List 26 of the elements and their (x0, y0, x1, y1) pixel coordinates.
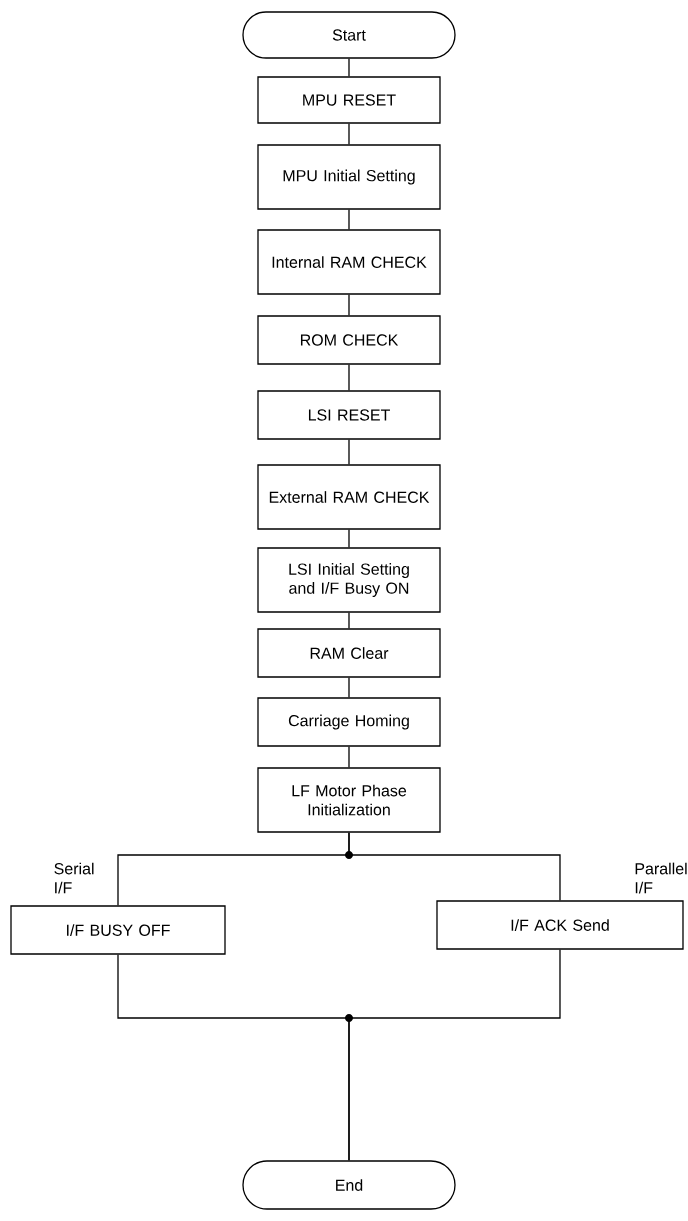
connector-line (348, 612, 350, 629)
process-box: RAM Clear (257, 628, 441, 678)
process-box: LSI RESET (257, 390, 441, 440)
connector-line (348, 529, 350, 548)
process-box: Carriage Homing (257, 697, 441, 747)
process-box: Internal RAM CHECK (257, 229, 441, 295)
connector-line (348, 677, 350, 698)
process-box: MPU Initial Setting (257, 144, 441, 210)
side-label: Serial I/F (54, 862, 94, 894)
process-box: I/F ACK Send (436, 900, 684, 950)
process-box: LF Motor Phase Initialization (257, 767, 441, 833)
connector-line (348, 439, 350, 465)
process-box: LSI Initial Setting and I/F Busy ON (257, 547, 441, 613)
connector-line (348, 832, 561, 901)
process-box: I/F BUSY OFF (10, 905, 226, 955)
side-label: Parallel I/F (635, 862, 687, 894)
connector-line (348, 364, 350, 391)
connector-line (348, 209, 350, 230)
process-box: External RAM CHECK (257, 464, 441, 530)
process-box: MPU RESET (257, 76, 441, 124)
connector-line (348, 949, 561, 1161)
connector-line (348, 294, 350, 316)
connector-line (348, 123, 350, 145)
connector-line (348, 58, 350, 77)
process-box: ROM CHECK (257, 315, 441, 365)
connector-line (348, 746, 350, 768)
